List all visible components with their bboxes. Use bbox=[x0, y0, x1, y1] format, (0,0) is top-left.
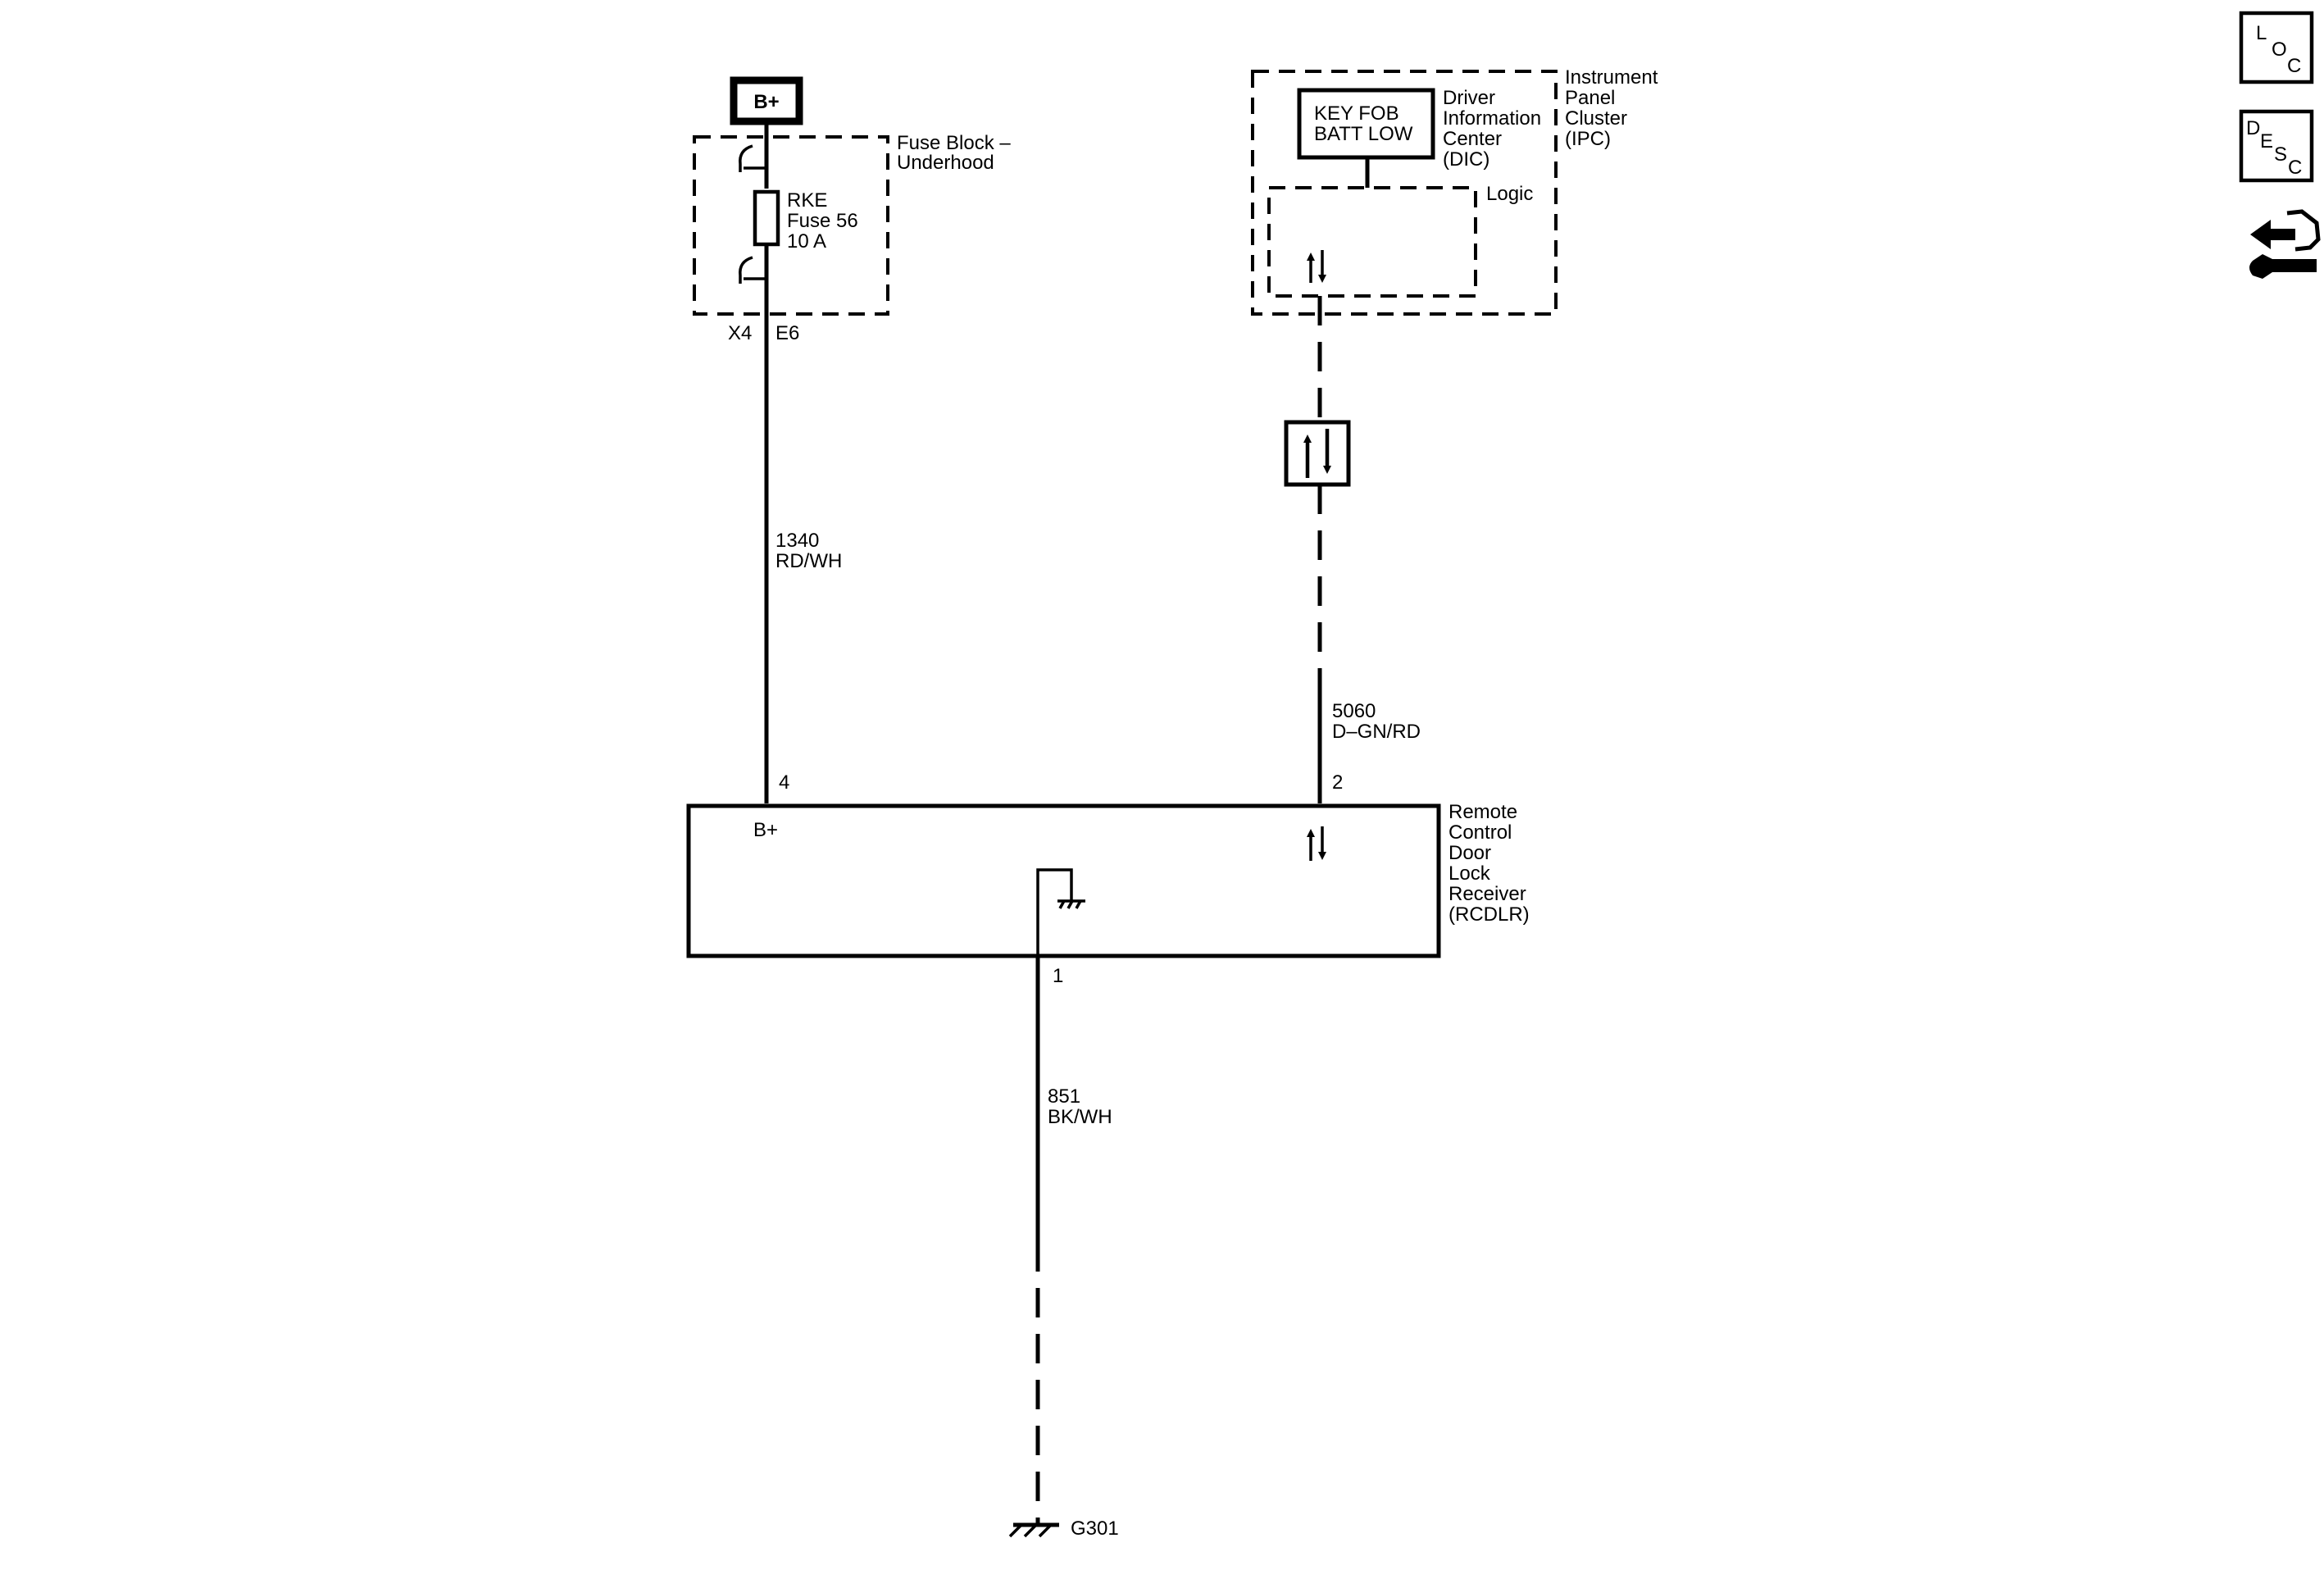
wire-5060-color: D–GN/RD bbox=[1332, 721, 1421, 743]
fuse-label-line1: RKE bbox=[787, 189, 827, 212]
rcdlr-name-line5: Receiver bbox=[1449, 883, 1526, 905]
ipc-name-line4: (IPC) bbox=[1565, 128, 1611, 150]
fuse-block-underhood: Fuse Block – Underhood RKE Fuse 56 10 A … bbox=[693, 121, 1011, 344]
loc-button[interactable]: L O C bbox=[2239, 11, 2314, 84]
wire-851-circuit: 851 bbox=[1048, 1085, 1080, 1108]
rcdlr-name-line6: (RCDLR) bbox=[1449, 903, 1530, 926]
ipc-name-line2: Panel bbox=[1565, 87, 1615, 109]
battery-positive-source: B+ bbox=[730, 76, 803, 125]
desc-letter-4: C bbox=[2288, 157, 2302, 179]
loc-letter-2: O bbox=[2272, 39, 2287, 61]
serial-data-icon bbox=[1284, 420, 1351, 487]
rcdlr-name-line1: Remote bbox=[1449, 801, 1517, 823]
dic-display-line2: BATT LOW bbox=[1314, 123, 1413, 145]
ipc-name-line1: Instrument bbox=[1565, 66, 1658, 89]
wire-1340: 1340 RD/WH 4 bbox=[764, 314, 842, 803]
wire-1340-circuit: 1340 bbox=[775, 530, 819, 552]
rcdlr-name-line2: Control bbox=[1449, 821, 1512, 844]
dic-name-line2: Information bbox=[1443, 107, 1541, 130]
fuse-block-name-line1: Fuse Block – bbox=[897, 132, 1011, 154]
fuse-terminal-label: E6 bbox=[775, 322, 799, 344]
ipc-outline bbox=[1251, 70, 1558, 316]
loc-letter-1: L bbox=[2256, 22, 2267, 44]
rcdlr-pin-1: 1 bbox=[1053, 965, 1063, 987]
dic-name-line3: Center bbox=[1443, 128, 1502, 150]
desc-letter-1: D bbox=[2246, 117, 2260, 139]
desc-letter-2: E bbox=[2260, 130, 2273, 152]
wire-5060-circuit: 5060 bbox=[1332, 700, 1376, 722]
desc-letter-3: S bbox=[2274, 143, 2287, 166]
desc-button[interactable]: D E S C bbox=[2239, 109, 2314, 183]
dic-display-box bbox=[1297, 88, 1435, 160]
fuse-label-line2: Fuse 56 bbox=[787, 210, 858, 232]
rcdlr-outline bbox=[686, 803, 1441, 958]
rke-fuse-56-icon bbox=[753, 189, 780, 247]
rcdlr-name-line4: Lock bbox=[1449, 862, 1491, 885]
rcdlr-power-label: B+ bbox=[753, 819, 778, 841]
remote-control-door-lock-receiver: B+ Remote Control Door Lock Receiver (RC… bbox=[686, 801, 1530, 958]
logic-outline bbox=[1267, 186, 1477, 298]
ground-label: G301 bbox=[1071, 1518, 1119, 1540]
rcdlr-pin-4: 4 bbox=[779, 771, 789, 794]
wire-1340-color: RD/WH bbox=[775, 550, 842, 572]
fuse-label-line3: 10 A bbox=[787, 230, 826, 253]
connector-service-icon[interactable] bbox=[2249, 209, 2321, 279]
ground-g301: G301 bbox=[1008, 1518, 1119, 1540]
wire-5060: 5060 D–GN/RD 2 bbox=[1284, 296, 1421, 803]
logic-serial-data-icon bbox=[1307, 250, 1326, 283]
loc-letter-3: C bbox=[2287, 55, 2301, 77]
rcdlr-serial-data-icon bbox=[1307, 826, 1326, 861]
power-source-label: B+ bbox=[753, 91, 779, 113]
rcdlr-name-line3: Door bbox=[1449, 842, 1491, 864]
wire-851: 1 851 BK/WH bbox=[1035, 956, 1112, 1525]
instrument-panel-cluster: Instrument Panel Cluster (IPC) KEY FOB B… bbox=[1251, 66, 1658, 316]
fuse-connector-label: X4 bbox=[728, 322, 752, 344]
rcdlr-internal-ground-icon bbox=[1036, 868, 1085, 956]
ipc-name-line3: Cluster bbox=[1565, 107, 1627, 130]
dic-display-line1: KEY FOB bbox=[1314, 102, 1399, 125]
dic-name-line1: Driver bbox=[1443, 87, 1495, 109]
rcdlr-pin-2: 2 bbox=[1332, 771, 1343, 794]
dic-name-line4: (DIC) bbox=[1443, 148, 1489, 171]
fuse-block-name-line2: Underhood bbox=[897, 152, 994, 174]
wire-851-color: BK/WH bbox=[1048, 1106, 1112, 1128]
logic-label: Logic bbox=[1486, 183, 1533, 205]
